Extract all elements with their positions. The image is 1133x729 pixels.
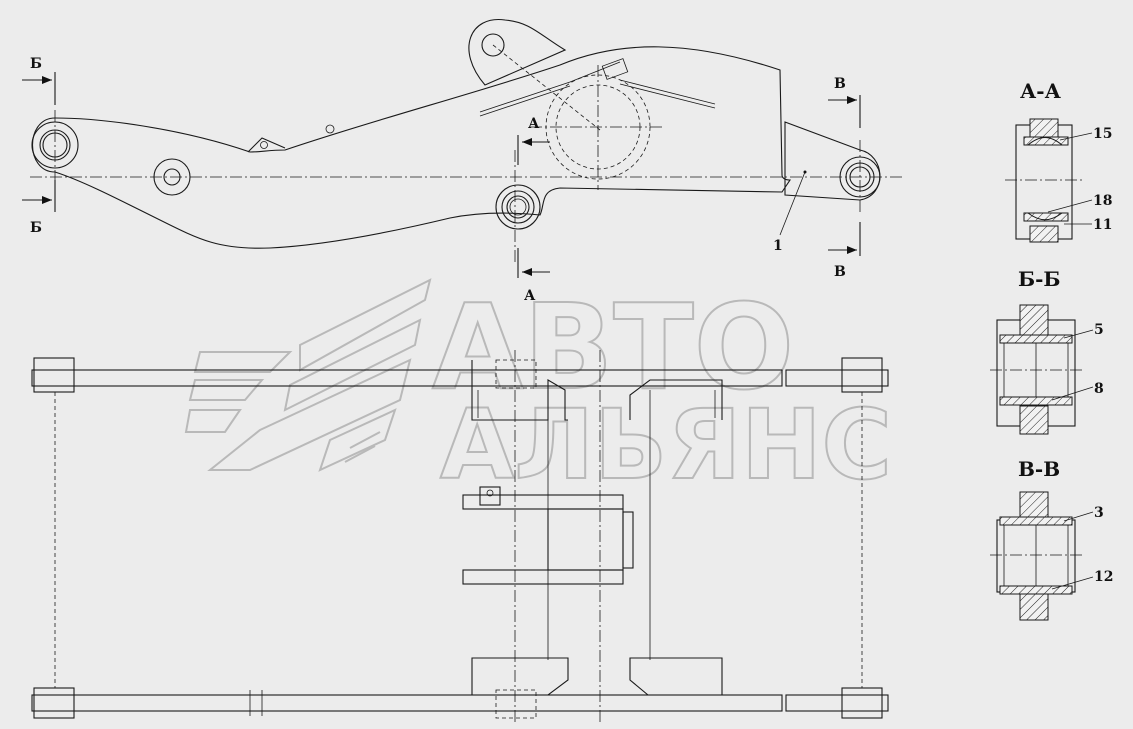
part1-leader <box>779 171 806 236</box>
small-bracket <box>247 137 286 153</box>
right-eye-bore <box>849 166 871 188</box>
cut-b-top-label: Б <box>30 56 42 72</box>
section-aa-title: А-А <box>1020 79 1062 103</box>
watermark-logo <box>184 278 432 472</box>
upper-rail-end <box>785 369 889 387</box>
lube-tube-left <box>479 61 621 113</box>
vv-part-3: 3 <box>1094 505 1104 521</box>
section-vv: В-В 3 12 <box>990 457 1113 621</box>
lug-hidden-line <box>492 44 601 131</box>
cut-v-top-label: В <box>834 76 846 92</box>
aa-part-11: 11 <box>1093 217 1112 233</box>
cross-block <box>547 508 624 571</box>
upper-center-boss <box>495 359 537 389</box>
yoke-upper-right <box>629 379 723 420</box>
right-eye-mid <box>845 162 875 192</box>
lever-side-view: 1 <box>30 19 905 265</box>
upper-right-boss <box>841 357 883 393</box>
part1-label: 1 <box>773 238 783 254</box>
lube-tube-right-2 <box>619 83 716 109</box>
section-bb-title: Б-Б <box>1018 267 1060 291</box>
upper-left-boss <box>33 357 75 393</box>
cross-bar-bottom <box>462 569 624 585</box>
lower-center-boss <box>495 689 537 719</box>
left-eye-outer <box>31 121 79 169</box>
section-aa: А-А 15 18 11 <box>1005 79 1112 243</box>
bb-part-5: 5 <box>1094 322 1104 338</box>
left-eye-mid <box>39 129 71 161</box>
section-bb: Б-Б 5 8 <box>990 267 1104 435</box>
vv-part-12: 12 <box>1094 569 1113 585</box>
pivot-mid <box>501 190 535 224</box>
small-fitting <box>479 486 501 506</box>
lube-tube-left-2 <box>479 85 571 117</box>
watermark-line1: АВТО <box>432 278 794 416</box>
rear-pin-outer <box>153 158 191 196</box>
yoke-lower-left <box>471 657 569 696</box>
cut-a-bottom-label: А <box>524 288 536 304</box>
cut-v-bottom-label: В <box>834 264 846 280</box>
bb-part-8: 8 <box>1094 381 1104 397</box>
cut-a-top-label: А <box>528 116 540 132</box>
upper-rail <box>31 369 783 387</box>
right-eye-outer <box>839 156 881 198</box>
grease-nipple <box>325 124 335 134</box>
aa-part-15: 15 <box>1093 126 1112 142</box>
lower-rail-end <box>785 694 889 712</box>
lever-body-outline <box>54 46 792 249</box>
lower-right-boss <box>841 687 883 719</box>
aa-part-18: 18 <box>1093 193 1112 209</box>
cut-b-bottom-label: Б <box>30 220 42 236</box>
left-eye-bore <box>42 132 68 158</box>
left-end-arc <box>32 117 56 173</box>
pivot-inner <box>509 198 527 216</box>
top-lug-pin <box>481 33 505 57</box>
cross-bar-top <box>462 494 624 510</box>
cut-marks: Б Б А А В В <box>22 56 861 304</box>
part1-dot <box>803 170 807 174</box>
lube-tube-right <box>619 79 716 105</box>
watermark: АВТО АЛЬЯНС <box>184 277 893 502</box>
lube-block <box>601 58 629 80</box>
top-lug-outline <box>468 19 567 86</box>
lower-left-boss <box>33 687 75 719</box>
yoke-lower-right <box>629 657 723 696</box>
yoke-upper-left <box>471 360 568 421</box>
bracket-hole <box>260 141 268 149</box>
pivot-outer <box>495 184 541 230</box>
section-vv-title: В-В <box>1018 457 1060 481</box>
rear-pin-bore <box>163 168 181 186</box>
right-end-outline <box>784 121 881 201</box>
watermark-line2: АЛЬЯНС <box>440 389 892 501</box>
pivot-bore <box>506 195 530 219</box>
lower-rail <box>31 694 783 712</box>
plan-view <box>31 350 889 725</box>
cross-plate <box>622 511 634 569</box>
